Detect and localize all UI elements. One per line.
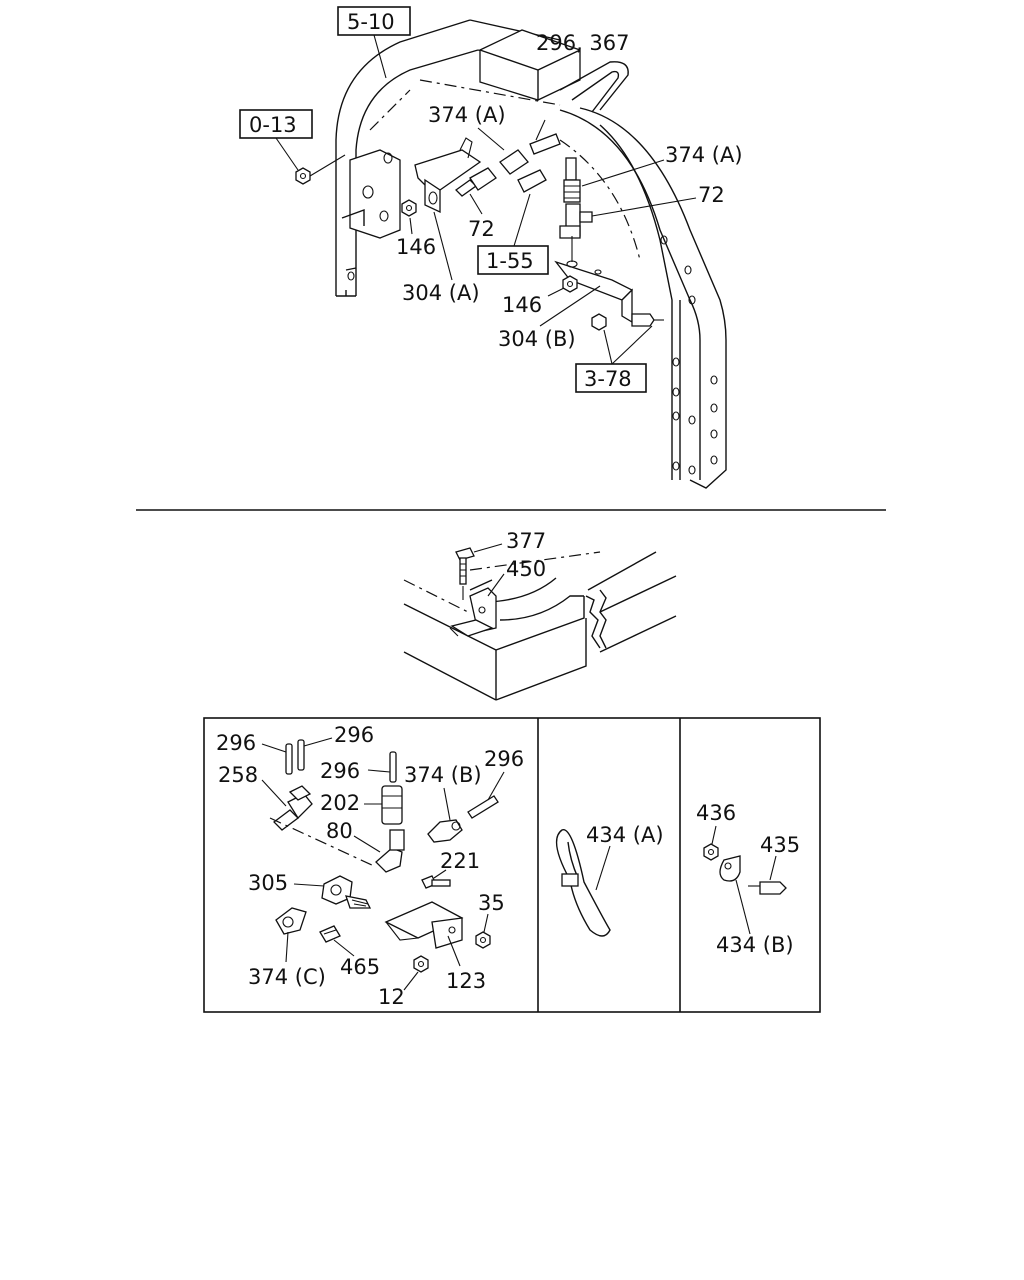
ref-label-3-78: 3-78 (584, 367, 632, 391)
label-450: 450 (506, 557, 546, 581)
detail-panel-frame (203, 717, 821, 1013)
nut-146-upper (401, 199, 417, 217)
label-304b: 304 (B) (498, 327, 576, 351)
label-436: 436 (696, 801, 736, 825)
label-296-a: 296 (216, 731, 256, 755)
bracket-304b (554, 260, 634, 324)
ref-label-1-55: 1-55 (486, 249, 534, 273)
label-377: 377 (506, 529, 546, 553)
bolt-377 (455, 547, 475, 600)
label-296-d: 296 (484, 747, 524, 771)
label-80: 80 (326, 819, 353, 843)
label-146-lower: 146 (502, 293, 542, 317)
nut-0-13 (295, 154, 346, 185)
label-202: 202 (320, 791, 360, 815)
label-374c: 374 (C) (248, 965, 326, 989)
ref-box-1-55[interactable]: 1-55 (477, 245, 549, 275)
label-146-upper: 146 (396, 235, 436, 259)
label-72-left: 72 (468, 217, 495, 241)
label-435: 435 (760, 833, 800, 857)
label-434a: 434 (A) (586, 823, 664, 847)
label-296-b: 296 (334, 723, 374, 747)
label-296-367: 296, 367 (536, 31, 630, 55)
clip-434b (703, 843, 787, 895)
tee-assembly-right (559, 157, 593, 262)
frame-hole-pattern (660, 235, 718, 475)
label-304a: 304 (A) (402, 281, 480, 305)
frame-assembly-illustration (335, 19, 727, 489)
label-123: 123 (446, 969, 486, 993)
ref-box-0-13[interactable]: 0-13 (239, 109, 313, 139)
fitting-72-upper (454, 119, 561, 197)
label-258: 258 (218, 763, 258, 787)
label-434b: 434 (B) (716, 933, 794, 957)
label-72-right: 72 (698, 183, 725, 207)
label-35: 35 (478, 891, 505, 915)
bolt-nut-3-78 (591, 313, 664, 331)
frame-rail-illustration (403, 551, 677, 701)
clamp-450 (449, 587, 497, 637)
nut-146-lower (562, 275, 578, 293)
label-296-c: 296 (320, 759, 360, 783)
ref-box-3-78[interactable]: 3-78 (575, 363, 647, 393)
label-221: 221 (440, 849, 480, 873)
label-374a-right: 374 (A) (665, 143, 743, 167)
label-374a-left: 374 (A) (428, 103, 506, 127)
cable-tie-434a (555, 829, 611, 937)
bracket-304a (414, 137, 482, 214)
label-465: 465 (340, 955, 380, 979)
ref-box-5-10[interactable]: 5-10 (337, 6, 411, 36)
label-374b: 374 (B) (404, 763, 482, 787)
label-305: 305 (248, 871, 288, 895)
panel-pipe-fittings (269, 739, 499, 973)
ref-label-0-13: 0-13 (249, 113, 297, 137)
label-12: 12 (378, 985, 405, 1009)
ref-label-5-10: 5-10 (347, 10, 395, 34)
